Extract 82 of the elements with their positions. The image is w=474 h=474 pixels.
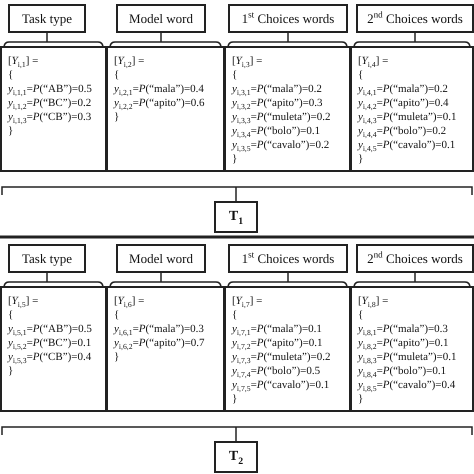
formula-line: } [8, 364, 14, 378]
formula-line: y$_{i,2,1}$=P(“mala”)=0.4 [114, 82, 204, 96]
formula-line: y$_{i,7,2}$=P(“apito”)=0.1 [232, 336, 323, 350]
header-box [116, 4, 206, 33]
formula-line: { [358, 68, 364, 82]
result-label: T$_{1}$ [228, 209, 244, 225]
formula-line: y$_{i,2,2}$=P(“apito”)=0.6 [114, 96, 205, 110]
formula-line: y$_{i,8,4}$=P(“bolo”)=0.1 [358, 364, 446, 378]
formula-line: y$_{i,8,2}$=P(“apito”)=0.1 [358, 336, 449, 350]
formula-line: { [232, 68, 238, 82]
formula-line: y$_{i,7,4}$=P(“bolo”)=0.5 [232, 364, 320, 378]
formula-line: [Y$_{i,4}$] = [358, 54, 388, 68]
formula-box [224, 286, 351, 412]
formula-line: y$_{i,4,1}$=P(“mala”)=0.2 [358, 82, 448, 96]
formula-line: y$_{i,4,2}$=P(“apito”)=0.4 [358, 96, 449, 110]
formula-line: y$_{i,7,3}$=P(“muleta”)=0.2 [232, 350, 330, 364]
formula-box [224, 46, 351, 172]
formula-line: y$_{i,5,1}$=P(“AB”)=0.5 [8, 322, 92, 336]
formula-line: y$_{i,3,4}$=P(“bolo”)=0.1 [232, 124, 320, 138]
formula-line: { [8, 68, 14, 82]
header-label: Task type [22, 10, 72, 26]
header-label: 1$^{st}$ Choices words [242, 10, 334, 26]
formula-box [350, 46, 474, 172]
formula-line: y$_{i,3,2}$=P(“apito”)=0.3 [232, 96, 323, 110]
formula-line: y$_{i,3,3}$=P(“muleta”)=0.2 [232, 110, 330, 124]
formula-line: [Y$_{i,8}$] = [358, 294, 388, 308]
formula-box [106, 286, 225, 412]
formula-line: [Y$_{i,5}$] = [8, 294, 38, 308]
formula-line: [Y$_{i,3}$] = [232, 54, 262, 68]
header-box [8, 4, 86, 33]
formula-line: { [114, 68, 120, 82]
formula-line: [Y$_{i,6}$] = [114, 294, 144, 308]
formula-line: y$_{i,5,2}$=P(“BC”)=0.1 [8, 336, 92, 350]
formula-line: y$_{i,1,2}$=P(“BC”)=0.2 [8, 96, 92, 110]
formula-line: [Y$_{i,7}$] = [232, 294, 262, 308]
formula-box [106, 46, 225, 172]
header-label: 1$^{st}$ Choices words [242, 250, 334, 266]
formula-line: y$_{i,7,5}$=P(“cavalo”)=0.1 [232, 378, 330, 392]
formula-line: { [358, 308, 364, 322]
formula-line: } [114, 350, 120, 364]
header-label: Task type [22, 250, 72, 266]
formula-box [0, 286, 107, 412]
result-box [214, 441, 258, 473]
formula-line: y$_{i,4,4}$=P(“bolo”)=0.2 [358, 124, 446, 138]
header-box [8, 244, 86, 273]
formula-line: y$_{i,5,3}$=P(“CB”)=0.4 [8, 350, 92, 364]
formula-line: } [232, 392, 238, 406]
result-box [214, 201, 258, 233]
header-label: 2$^{nd}$ Choices words [367, 250, 463, 266]
formula-box [350, 286, 474, 412]
formula-line: y$_{i,1,3}$=P(“CB”)=0.3 [8, 110, 92, 124]
formula-line: { [8, 308, 14, 322]
formula-line: y$_{i,4,5}$=P(“cavalo”)=0.1 [358, 138, 456, 152]
header-box [116, 244, 206, 273]
header-box [228, 244, 348, 273]
formula-line: { [232, 308, 238, 322]
formula-line: y$_{i,8,3}$=P(“muleta”)=0.1 [358, 350, 456, 364]
formula-line: y$_{i,1,1}$=P(“AB”)=0.5 [8, 82, 92, 96]
header-box [356, 244, 474, 273]
formula-line: [Y$_{i,1}$] = [8, 54, 38, 68]
formula-box [0, 46, 107, 172]
formula-line: } [358, 152, 364, 166]
formula-line: y$_{i,4,3}$=P(“muleta”)=0.1 [358, 110, 456, 124]
formula-line: y$_{i,6,2}$=P(“apito”)=0.7 [114, 336, 205, 350]
formula-line: } [358, 392, 364, 406]
header-box [228, 4, 348, 33]
header-label: 2$^{nd}$ Choices words [367, 10, 463, 26]
formula-line: } [232, 152, 238, 166]
formula-line: y$_{i,8,5}$=P(“cavalo”)=0.4 [358, 378, 456, 392]
formula-line: } [8, 124, 14, 138]
formula-line: y$_{i,3,1}$=P(“mala”)=0.2 [232, 82, 322, 96]
formula-line: } [114, 110, 120, 124]
formula-line: { [114, 308, 120, 322]
formula-line: [Y$_{i,2}$] = [114, 54, 144, 68]
formula-line: y$_{i,6,1}$=P(“mala”)=0.3 [114, 322, 204, 336]
result-label: T$_{2}$ [228, 449, 244, 465]
header-box [356, 4, 474, 33]
formula-line: y$_{i,8,1}$=P(“mala”)=0.3 [358, 322, 448, 336]
formula-line: y$_{i,7,1}$=P(“mala”)=0.1 [232, 322, 322, 336]
formula-line: y$_{i,3,5}$=P(“cavalo”)=0.2 [232, 138, 330, 152]
header-label: Model word [129, 250, 193, 266]
header-label: Model word [129, 10, 193, 26]
